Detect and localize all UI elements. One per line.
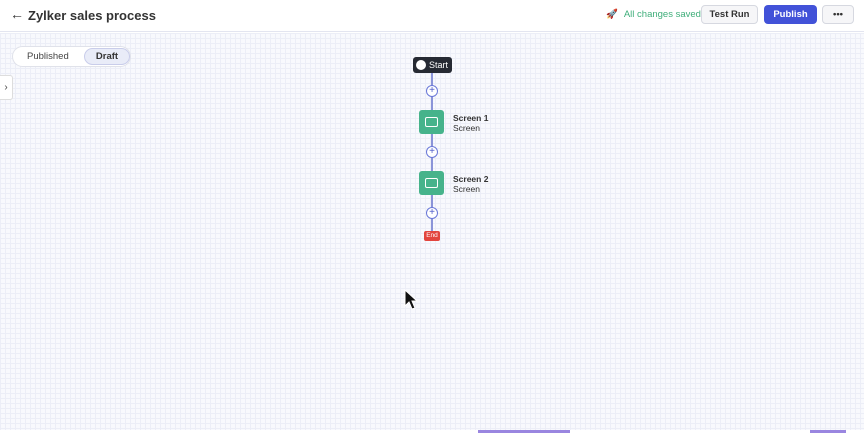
back-arrow-icon[interactable]: ← [10,6,24,22]
add-step-button[interactable]: + [426,146,438,158]
screen-node[interactable] [419,171,444,195]
save-status-text: All changes saved [623,9,701,20]
mouse-cursor-icon [404,289,418,310]
monitor-icon [425,178,438,188]
chevron-right-icon: › [4,82,8,93]
bottom-bar [810,430,846,433]
monitor-icon [425,117,438,127]
expand-sidebar-button[interactable]: › [0,75,13,100]
bottom-bar [478,430,570,433]
save-status: 🚀 All changes saved [606,9,701,20]
rocket-icon: 🚀 [606,9,618,20]
tab-published[interactable]: Published [27,51,69,62]
add-step-button[interactable]: + [426,85,438,97]
bottom-strip [0,430,864,433]
node-name: Screen 2 [453,174,489,184]
start-icon [416,60,426,70]
add-step-button[interactable]: + [426,207,438,219]
screen-node[interactable] [419,110,444,134]
end-node: End [424,231,440,241]
page-title: Zylker sales process [28,8,156,23]
header: ← Zylker sales process 🚀 All changes save… [0,0,864,32]
tab-draft[interactable]: Draft [84,48,130,65]
version-toggle: Published Draft [12,46,131,67]
node-type: Screen [453,123,480,133]
start-label: Start [429,60,449,70]
node-name: Screen 1 [453,113,489,123]
more-options-button[interactable]: ••• [822,5,854,24]
publish-button[interactable]: Publish [764,5,817,24]
node-type: Screen [453,184,480,194]
start-node[interactable]: Start [413,57,452,73]
test-run-button[interactable]: Test Run [701,5,758,24]
